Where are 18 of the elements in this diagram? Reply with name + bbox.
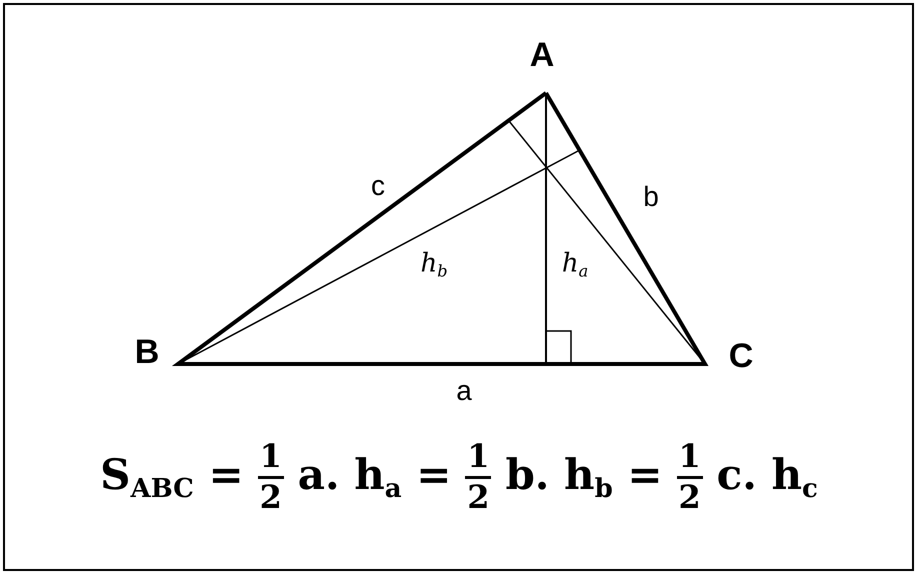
side-label: c xyxy=(371,172,385,200)
formula-term: b. h$_{b}$ = xyxy=(505,450,663,504)
altitude-label: h$_{b}$ xyxy=(420,250,448,280)
fraction-numerator: 1 xyxy=(678,440,701,474)
fraction-denominator: 2 xyxy=(260,480,282,514)
vertex-label: B xyxy=(134,335,160,369)
formula-term: a. h$_{a}$ = xyxy=(298,450,452,504)
vertex-label: A xyxy=(530,38,554,72)
vertex-label: C xyxy=(728,339,754,373)
formula-term: S$_{ABC}$ = xyxy=(100,450,244,504)
fraction-denominator: 2 xyxy=(467,480,490,514)
formula-term: c. h$_{c}$ xyxy=(716,450,818,504)
side-label: a xyxy=(456,377,472,405)
fraction-numerator: 1 xyxy=(467,440,490,474)
fraction-numerator: 1 xyxy=(260,440,282,474)
altitude-label: h$_{a}$ xyxy=(562,250,588,280)
fraction-denominator: 2 xyxy=(678,480,701,514)
side-label: b xyxy=(643,183,659,211)
